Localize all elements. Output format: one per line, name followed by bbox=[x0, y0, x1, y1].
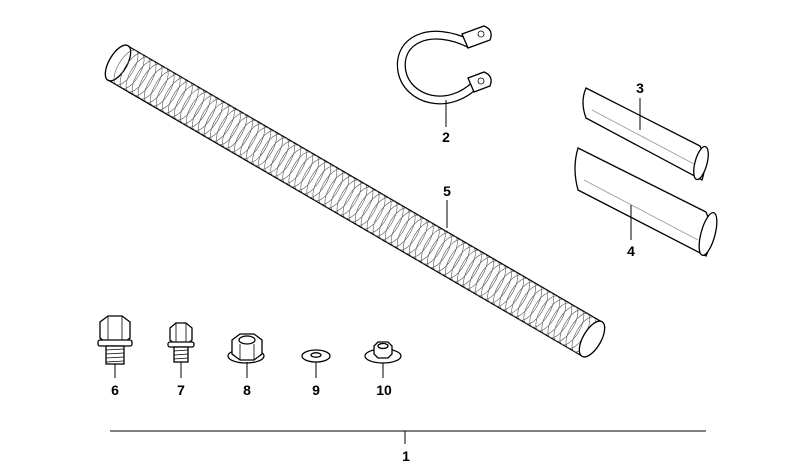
hose-rib bbox=[246, 127, 271, 163]
hose-rib bbox=[282, 148, 307, 184]
hose-rib bbox=[433, 236, 458, 272]
callout-5: 5 bbox=[443, 183, 451, 199]
hose-rib bbox=[475, 260, 500, 296]
callout-6: 6 bbox=[111, 382, 119, 398]
hose-rib bbox=[288, 151, 314, 188]
hose-rib bbox=[300, 158, 326, 195]
hose-rib bbox=[403, 218, 428, 254]
hose-rib bbox=[161, 77, 187, 114]
hose-rib bbox=[294, 155, 320, 191]
hose-rib bbox=[409, 221, 434, 258]
hose-rib bbox=[421, 229, 446, 265]
hose-rib bbox=[396, 214, 422, 251]
hose-rib bbox=[180, 88, 205, 124]
hose-rib bbox=[149, 70, 175, 107]
hose-clamp-icon bbox=[396, 25, 492, 105]
hose-rib bbox=[240, 123, 265, 159]
callout-4: 4 bbox=[627, 243, 635, 259]
hose-rib bbox=[463, 253, 488, 289]
hose-rib bbox=[186, 92, 211, 128]
hose-rib bbox=[493, 271, 518, 307]
hose-rib bbox=[125, 56, 151, 93]
hose-rib bbox=[210, 106, 235, 142]
hose-rib bbox=[306, 162, 332, 198]
hose-rib bbox=[270, 141, 295, 177]
hose-rib bbox=[222, 113, 247, 149]
hose-rib bbox=[445, 243, 470, 279]
hose-rib bbox=[131, 60, 157, 96]
hose-rib bbox=[451, 246, 476, 282]
hose-rib bbox=[336, 179, 362, 216]
hose-rib bbox=[415, 225, 440, 261]
hose-rib bbox=[390, 211, 416, 247]
hose-rib bbox=[143, 67, 169, 103]
hose-rib bbox=[234, 120, 259, 156]
hose-rib bbox=[541, 299, 567, 335]
hose-rib bbox=[384, 207, 410, 244]
hose-rib bbox=[264, 137, 289, 173]
collar-nut-icon bbox=[364, 341, 402, 364]
large-sleeve-icon bbox=[574, 147, 718, 257]
hose-rib bbox=[487, 267, 512, 303]
hose-rib bbox=[553, 306, 579, 342]
hose-rib bbox=[137, 63, 163, 100]
small-sleeve-icon bbox=[582, 87, 709, 181]
hose-rib bbox=[342, 183, 368, 219]
hose-rib bbox=[258, 134, 283, 170]
hose-rib bbox=[204, 102, 229, 138]
callout-10: 10 bbox=[376, 382, 392, 398]
hose-rib bbox=[228, 116, 253, 152]
hose-rib bbox=[216, 109, 241, 145]
hose-rib bbox=[511, 281, 536, 318]
hose-rib bbox=[535, 295, 561, 332]
hose-rib bbox=[330, 176, 356, 212]
hose-rib bbox=[427, 232, 452, 268]
hex-bolt-small-icon bbox=[167, 322, 195, 363]
hose-rib bbox=[481, 264, 506, 300]
hose-rib bbox=[192, 95, 217, 131]
hose-rib bbox=[360, 193, 386, 230]
hose-rib bbox=[348, 186, 374, 223]
hose-rib bbox=[457, 250, 482, 286]
hose-rib bbox=[168, 81, 193, 117]
callout-3: 3 bbox=[636, 80, 644, 96]
hose-rib bbox=[469, 257, 494, 293]
hose-rib bbox=[547, 302, 573, 339]
callout-1: 1 bbox=[402, 448, 410, 464]
corrugated-hose-icon bbox=[104, 44, 606, 358]
hex-bolt-large-icon bbox=[97, 315, 133, 365]
hose-rib bbox=[276, 144, 301, 181]
hose-rib bbox=[252, 130, 277, 166]
washer-icon bbox=[301, 349, 331, 363]
hose-rib bbox=[523, 288, 549, 325]
callout-7: 7 bbox=[177, 382, 185, 398]
leader-lines bbox=[110, 98, 706, 444]
hose-rib bbox=[312, 165, 338, 202]
hose-rib bbox=[439, 239, 464, 275]
hose-rib bbox=[174, 84, 199, 121]
hose-rib bbox=[155, 74, 181, 110]
hose-rib bbox=[559, 309, 585, 346]
callout-9: 9 bbox=[312, 382, 320, 398]
hose-rib bbox=[499, 274, 524, 310]
hose-rib bbox=[517, 285, 542, 321]
hose-rib bbox=[324, 172, 350, 209]
hose-rib bbox=[372, 200, 398, 237]
hose-rib bbox=[318, 169, 344, 205]
hose-rib bbox=[378, 204, 404, 240]
hose-rib bbox=[119, 53, 145, 89]
hex-nut-icon bbox=[227, 333, 265, 364]
hose-rib bbox=[366, 197, 392, 233]
hose-rib bbox=[529, 292, 555, 328]
hose-rib bbox=[198, 99, 223, 135]
hose-rib bbox=[505, 278, 530, 314]
hose-rib bbox=[354, 190, 380, 226]
callout-2: 2 bbox=[442, 129, 450, 145]
callout-8: 8 bbox=[243, 382, 251, 398]
hose-rib bbox=[113, 49, 139, 86]
